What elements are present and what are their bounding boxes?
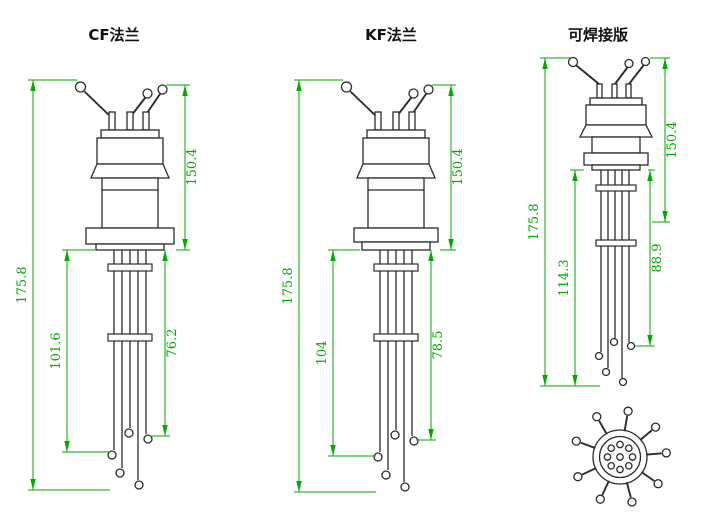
kf-flange-drawing: 175.8 104 150.4 78.5	[281, 79, 466, 493]
weldable-dimensions: 175.8 114.3 88.9 150.4	[527, 57, 680, 387]
dimension-label: 76.2	[165, 329, 180, 358]
dimension-label: 101.6	[49, 332, 64, 369]
dimension-label: 78.5	[431, 331, 446, 360]
dimension-label: 175.8	[527, 203, 542, 240]
cf-lead-wires	[74, 81, 168, 119]
dimension-label: 104	[315, 341, 330, 366]
dimension-label: 175.8	[281, 267, 296, 304]
weldable-electrode-rods	[594, 170, 637, 387]
cf-dimensions: 175.8 101.6 150.4 76.2	[15, 79, 200, 491]
dimension-label: 150.4	[665, 121, 680, 158]
cf-connector-body	[85, 111, 175, 251]
weldable-connector-body	[578, 83, 654, 171]
dimension-label: 114.3	[557, 259, 572, 296]
variant-title-kf: KF法兰	[365, 26, 417, 44]
dimension-label: 88.9	[650, 244, 665, 273]
weldable-lead-wires	[567, 56, 651, 85]
connector-face-wires	[571, 406, 671, 507]
variant-title-weldable: 可焊接版	[568, 26, 628, 44]
kf-lead-wires	[340, 81, 434, 119]
kf-connector-body	[353, 111, 439, 251]
dimension-label: 175.8	[15, 266, 30, 303]
dimension-label: 150.4	[451, 148, 466, 185]
dimension-label: 150.4	[185, 148, 200, 185]
kf-dimensions: 175.8 104 150.4 78.5	[281, 79, 466, 493]
cf-electrode-rods	[107, 250, 153, 490]
connector-face-view	[571, 406, 671, 507]
connector-pins	[603, 440, 637, 474]
kf-electrode-rods	[373, 250, 419, 492]
cf-flange-drawing: 175.8 101.6 150.4 76.2	[15, 79, 200, 491]
variant-title-cf: CF法兰	[88, 26, 139, 44]
weldable-drawing: 175.8 114.3 88.9 150.4	[527, 56, 680, 387]
